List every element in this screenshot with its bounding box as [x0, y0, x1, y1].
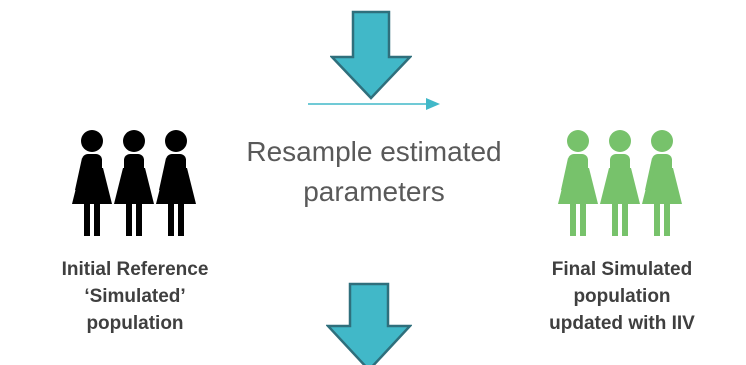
resample-label-line1: Resample estimated — [246, 136, 502, 167]
simulated-caption-line2: population — [573, 286, 671, 307]
reference-caption-line1: Initial Reference — [61, 259, 209, 280]
reference-caption-line3: population — [86, 313, 184, 334]
reference-caption-line2: ‘Simulated’ — [84, 286, 186, 307]
down-arrow-top-icon — [330, 10, 412, 100]
resample-label: Resample estimated parameters — [209, 132, 539, 212]
simulated-caption-line1: Final Simulated — [551, 259, 693, 280]
simulated-population-icon — [558, 130, 682, 236]
reference-population-caption: Initial Reference ‘Simulated’ population — [10, 256, 260, 337]
resample-label-line2: parameters — [303, 176, 445, 207]
connector-arrow-icon — [308, 98, 440, 110]
reference-population-icon — [72, 130, 196, 236]
down-arrow-bottom-icon — [326, 282, 412, 365]
simulated-population-caption: Final Simulated population updated with … — [502, 256, 742, 337]
simulated-caption-line3: updated with IIV — [549, 313, 695, 334]
